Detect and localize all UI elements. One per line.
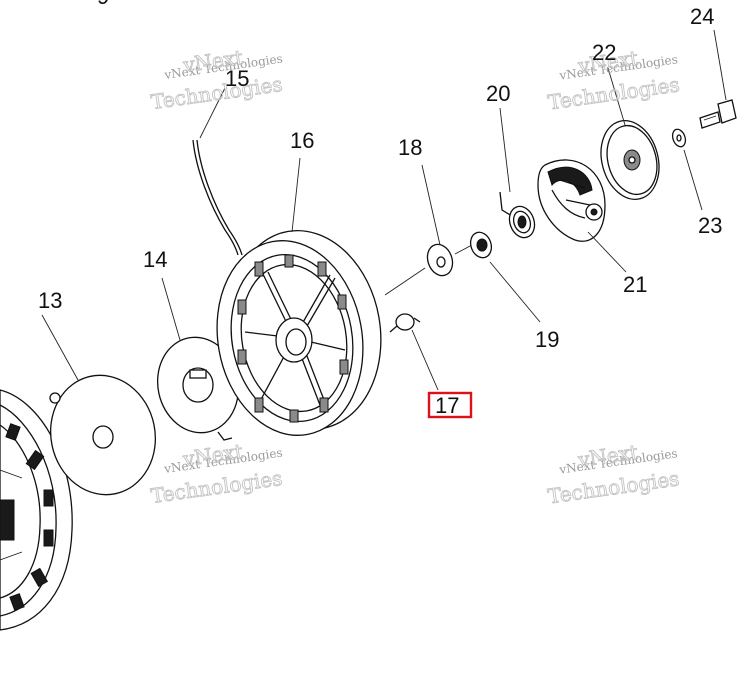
label-part-21: 21	[623, 272, 647, 297]
label-part-24: 24	[690, 4, 714, 29]
svg-text:vNext: vNext	[576, 440, 640, 472]
part-22-cover	[600, 67, 660, 200]
pulley-rim-slots	[237, 254, 349, 423]
label-part-18: 18	[398, 135, 422, 160]
part-23-washer	[671, 128, 703, 211]
part-24-bolt	[699, 29, 737, 129]
label-part-19: 19	[535, 327, 559, 352]
watermark-bottom-left: vNext Technologies vNext Technologies	[149, 439, 284, 509]
label-part-22: 22	[592, 40, 616, 65]
watermark-bottom-right: vNext Technologies vNext Technologies	[546, 439, 681, 509]
label-part-20: 20	[486, 81, 510, 106]
part-15-rope	[192, 87, 243, 256]
label-part-14: 14	[143, 247, 167, 272]
label-part-23: 23	[698, 213, 722, 238]
label-top-partial: 9	[97, 0, 109, 9]
part-21-cam	[537, 159, 627, 273]
label-part-16: 16	[290, 128, 314, 153]
part-18-washer	[384, 164, 454, 296]
part-20-recoil-spring	[499, 107, 536, 239]
part-13-plate	[41, 314, 157, 496]
part-17-spring	[389, 313, 439, 391]
label-part-15: 15	[225, 66, 249, 91]
svg-text:vNext: vNext	[181, 439, 245, 471]
label-part-17[interactable]: 17	[435, 393, 459, 418]
highlight-box-part-17	[427, 391, 473, 419]
part-16-pulley	[216, 157, 382, 436]
label-part-13: 13	[38, 288, 62, 313]
part-19-bushing	[454, 231, 541, 323]
part-14-washer	[156, 277, 240, 441]
watermark-top-left: vNext Technologies vNext Technologies	[149, 45, 284, 115]
